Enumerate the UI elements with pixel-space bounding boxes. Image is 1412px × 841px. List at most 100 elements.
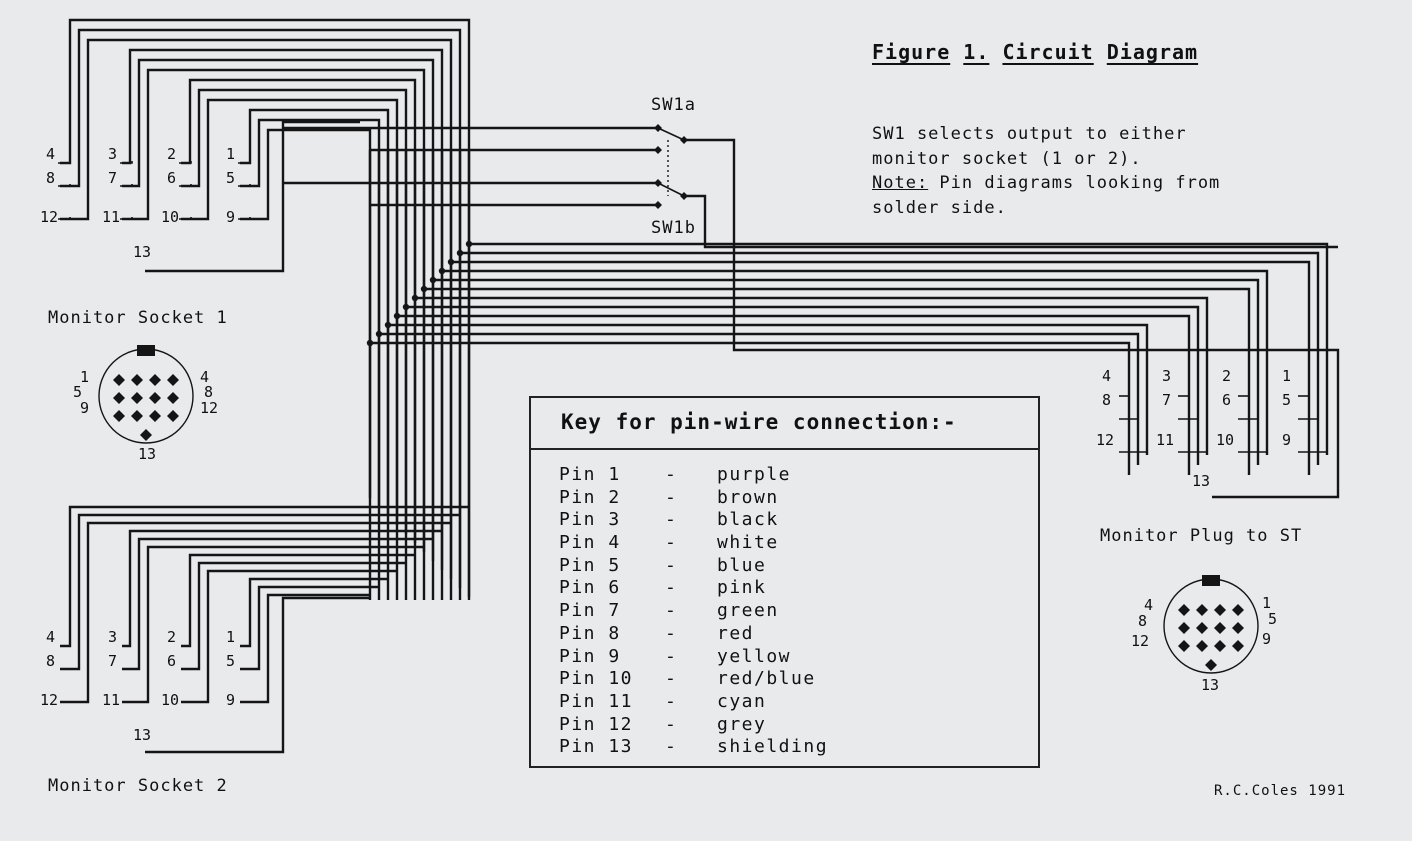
key-pin: Pin 4 bbox=[559, 532, 621, 554]
socket1-wire bbox=[240, 118, 381, 507]
key-dash: - bbox=[665, 464, 678, 485]
socket2-wire bbox=[240, 593, 370, 704]
connector-pin bbox=[1232, 604, 1244, 616]
socket2-pin-label: 6 bbox=[167, 652, 177, 670]
key-color: yellow bbox=[717, 645, 792, 667]
title-word: Circuit bbox=[1002, 40, 1094, 64]
plug-pin-label: 2 bbox=[1222, 367, 1232, 385]
connector-pin bbox=[1214, 622, 1226, 634]
connector-pin bbox=[1178, 640, 1190, 652]
plug-pin-label: 13 bbox=[1192, 472, 1211, 490]
socket1-pin-label: 4 bbox=[46, 145, 56, 163]
key-dash: - bbox=[665, 622, 678, 644]
socket2-wire bbox=[240, 585, 379, 671]
title-word: Figure bbox=[872, 40, 951, 64]
key-color: red/blue bbox=[717, 668, 816, 690]
key-color: purple bbox=[717, 464, 792, 485]
connector-pin bbox=[1196, 604, 1208, 616]
socket2-wire bbox=[122, 529, 442, 648]
connector-pin bbox=[113, 392, 125, 404]
plug-wire bbox=[424, 287, 1251, 475]
switch-output-wire bbox=[684, 194, 1338, 249]
plug-wire bbox=[433, 278, 1260, 465]
plug-face-pin-label: 13 bbox=[1201, 676, 1220, 694]
plug-pin-label: 10 bbox=[1216, 431, 1235, 449]
key-divider bbox=[531, 448, 1038, 450]
key-pin: Pin 11 bbox=[559, 690, 634, 712]
switch-sw1b-label: SW1b bbox=[651, 218, 696, 238]
connector-pin bbox=[167, 410, 179, 422]
key-title: Key for pin-wire connection:- bbox=[561, 410, 957, 434]
key-color: blue bbox=[717, 554, 767, 576]
connector-pin bbox=[1232, 640, 1244, 652]
key-dash: - bbox=[665, 645, 678, 667]
socket1-wire bbox=[240, 108, 390, 516]
key-color: white bbox=[717, 532, 779, 554]
key-color: grey bbox=[717, 713, 767, 735]
key-pin: Pin 6 bbox=[559, 577, 621, 599]
key-pin: Pin 1 bbox=[559, 464, 621, 485]
key-pin: Pin 2 bbox=[559, 486, 621, 508]
socket2-pin-label: 2 bbox=[167, 628, 177, 646]
connector-pin bbox=[149, 410, 161, 422]
key-dash: - bbox=[665, 736, 678, 758]
connector-pin bbox=[1178, 604, 1190, 616]
socket1-label: Monitor Socket 1 bbox=[48, 308, 228, 328]
title-word: Diagram bbox=[1106, 40, 1199, 64]
plug-wire bbox=[469, 242, 1329, 455]
plug-face bbox=[1163, 578, 1259, 674]
connector-pin bbox=[149, 392, 161, 404]
plug-wire bbox=[370, 341, 1131, 475]
socket1-face bbox=[98, 348, 194, 444]
key-color: brown bbox=[717, 486, 779, 508]
connector-pin bbox=[1178, 622, 1190, 634]
connector-pin bbox=[1214, 640, 1226, 652]
socket1-pin-label: 11 bbox=[102, 208, 121, 226]
switch-output-wire bbox=[684, 138, 1340, 499]
key-color: green bbox=[717, 600, 779, 622]
plug-face-pin-label: 9 bbox=[1262, 630, 1272, 648]
switch-contact bbox=[654, 201, 662, 209]
note-line: monitor socket (1 or 2). bbox=[872, 148, 1142, 169]
socket2-pin-label: 4 bbox=[46, 628, 56, 646]
key-color: cyan bbox=[717, 690, 767, 712]
plug-wire bbox=[460, 251, 1320, 465]
connector-key bbox=[137, 345, 155, 356]
socket2-wire bbox=[60, 505, 469, 648]
connector-pin bbox=[1205, 659, 1217, 671]
socket2-pin-label: 9 bbox=[226, 691, 236, 709]
socket1-pin-label: 10 bbox=[161, 208, 180, 226]
connector-key bbox=[1202, 575, 1220, 586]
switch-sw1a-label: SW1a bbox=[651, 95, 696, 115]
note-text: Pin diagrams looking from bbox=[928, 173, 1221, 193]
connector-pin bbox=[1232, 622, 1244, 634]
socket1-pin-label: 6 bbox=[167, 169, 177, 187]
socket1-pin-label: 13 bbox=[133, 243, 152, 261]
socket2-pin-label: 13 bbox=[133, 726, 152, 744]
connector-pin bbox=[1196, 640, 1208, 652]
plug-wire bbox=[397, 314, 1191, 475]
key-dash: - bbox=[665, 509, 678, 531]
plug-pin-label: 5 bbox=[1282, 391, 1292, 409]
plug-pin-label: 8 bbox=[1102, 391, 1112, 409]
key-dash: - bbox=[665, 532, 678, 554]
socket1-pin-label: 2 bbox=[167, 145, 177, 163]
note-line: SW1 selects output to either bbox=[872, 124, 1187, 144]
face1-pin-label: 4 bbox=[200, 368, 210, 386]
socket2-pin-label: 1 bbox=[226, 628, 236, 646]
key-pin: Pin 3 bbox=[559, 509, 621, 531]
key-pin: Pin 10 bbox=[559, 668, 634, 690]
plug-pin-label: 11 bbox=[1156, 431, 1175, 449]
socket2-pin13-wire bbox=[145, 596, 370, 754]
title-word: 1. bbox=[963, 40, 990, 64]
plug-pin-label: 12 bbox=[1096, 431, 1115, 449]
face1-pin-label: 5 bbox=[73, 383, 83, 401]
pin-key-box: Key for pin-wire connection:- Pin 1 - purp… bbox=[529, 396, 1040, 768]
socket1-pin-label: 12 bbox=[40, 208, 59, 226]
connector-pin bbox=[167, 392, 179, 404]
plug-wire bbox=[379, 332, 1140, 465]
socket2-wire bbox=[60, 521, 451, 704]
socket2-label: Monitor Socket 2 bbox=[48, 776, 228, 796]
socket2-pin-label: 3 bbox=[108, 628, 118, 646]
figure-title: Figure 1. Circuit Diagram bbox=[872, 40, 1198, 64]
